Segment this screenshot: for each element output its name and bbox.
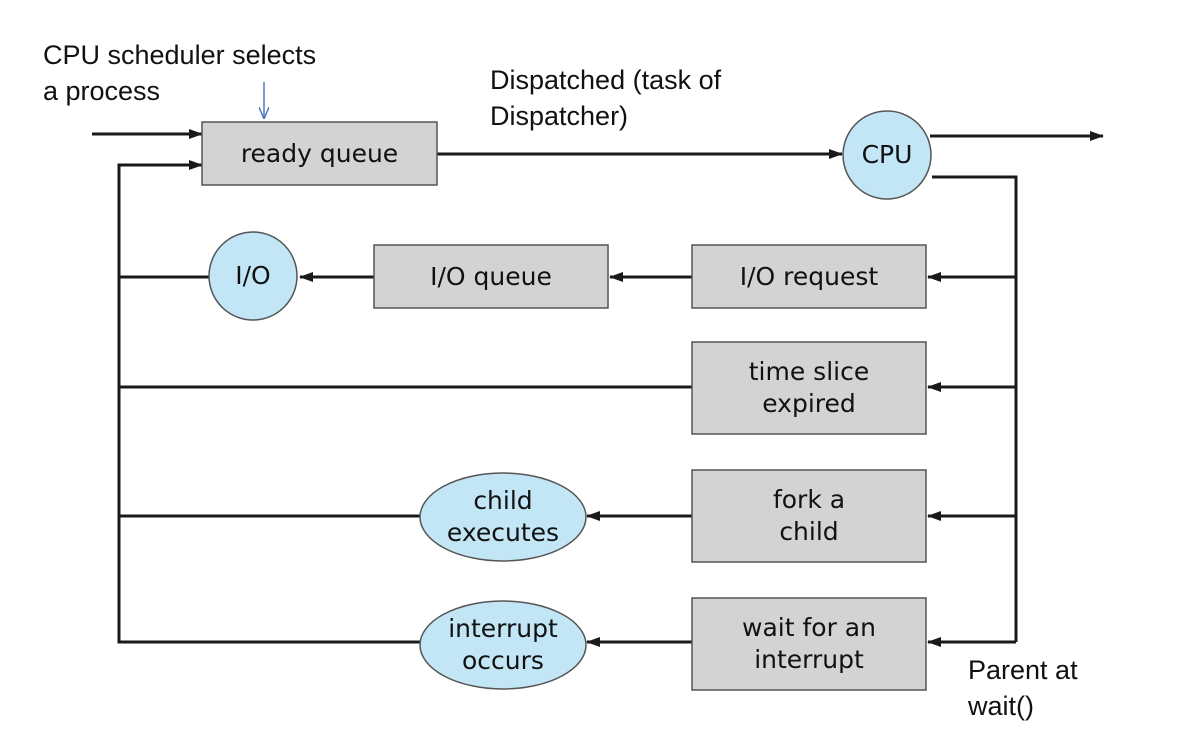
io-circle — [208, 231, 298, 321]
io-queue-box — [373, 244, 609, 309]
io-request-box — [691, 244, 927, 309]
fork-box — [691, 469, 927, 563]
ready-queue-box — [201, 121, 438, 186]
dispatched-annotation: Dispatched (task of Dispatcher) — [490, 65, 722, 131]
cpu-circle — [842, 110, 932, 200]
return-bus — [117, 160, 420, 644]
time-slice-box — [691, 341, 927, 435]
cpu-feed-bus — [932, 175, 1018, 642]
wait-box — [691, 597, 927, 691]
interrupt-occurs-ellipse — [419, 600, 587, 690]
scheduler-annotation: CPU scheduler selects a process — [43, 40, 317, 106]
parent-annotation: Parent at wait() — [968, 655, 1078, 721]
child-executes-ellipse — [419, 472, 587, 562]
